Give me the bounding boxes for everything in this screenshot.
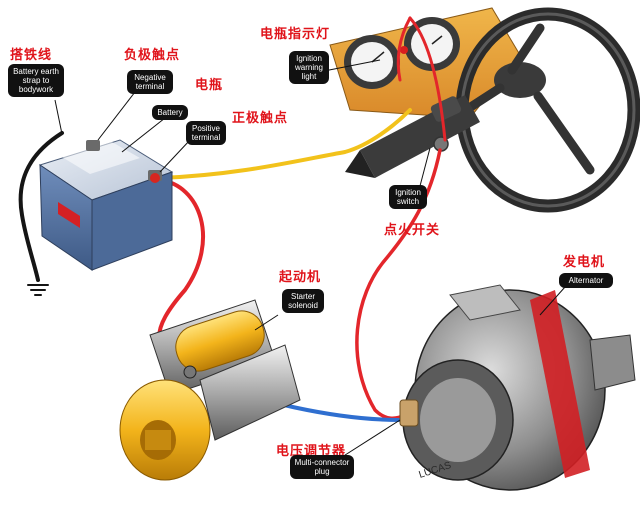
positive-terminal-tag: Positive terminal bbox=[186, 121, 226, 145]
ignition-switch-tag: Ignition switch bbox=[389, 185, 427, 209]
starter-tag: Starter solenoid bbox=[282, 289, 324, 313]
negative-terminal-label: 负极触点 bbox=[124, 48, 181, 63]
dashboard bbox=[329, 7, 521, 119]
alternator-tag: Alternator bbox=[559, 273, 613, 288]
positive-terminal-label: 正极触点 bbox=[232, 111, 289, 126]
steering-wheel bbox=[345, 7, 640, 213]
starter-label: 起动机 bbox=[279, 270, 322, 285]
warning-light-label: 电瓶指示灯 bbox=[260, 27, 331, 42]
starter-motor bbox=[119, 299, 301, 481]
battery-label: 电瓶 bbox=[195, 78, 224, 93]
ignition-switch-label: 点火开关 bbox=[384, 223, 441, 238]
earth-strap-tag: Battery earth strap to bodywork bbox=[8, 64, 64, 97]
alternator-label: 发电机 bbox=[563, 255, 606, 270]
earth-strap-label: 搭铁线 bbox=[10, 48, 53, 63]
negative-terminal-tag: Negative terminal bbox=[127, 70, 173, 94]
warning-light-tag: Ignition warning light bbox=[289, 51, 329, 84]
regulator-tag: Multi-connector plug bbox=[290, 455, 354, 479]
alternator: LUCAS bbox=[399, 284, 636, 491]
battery bbox=[38, 139, 174, 271]
battery-tag: Battery bbox=[152, 105, 188, 120]
